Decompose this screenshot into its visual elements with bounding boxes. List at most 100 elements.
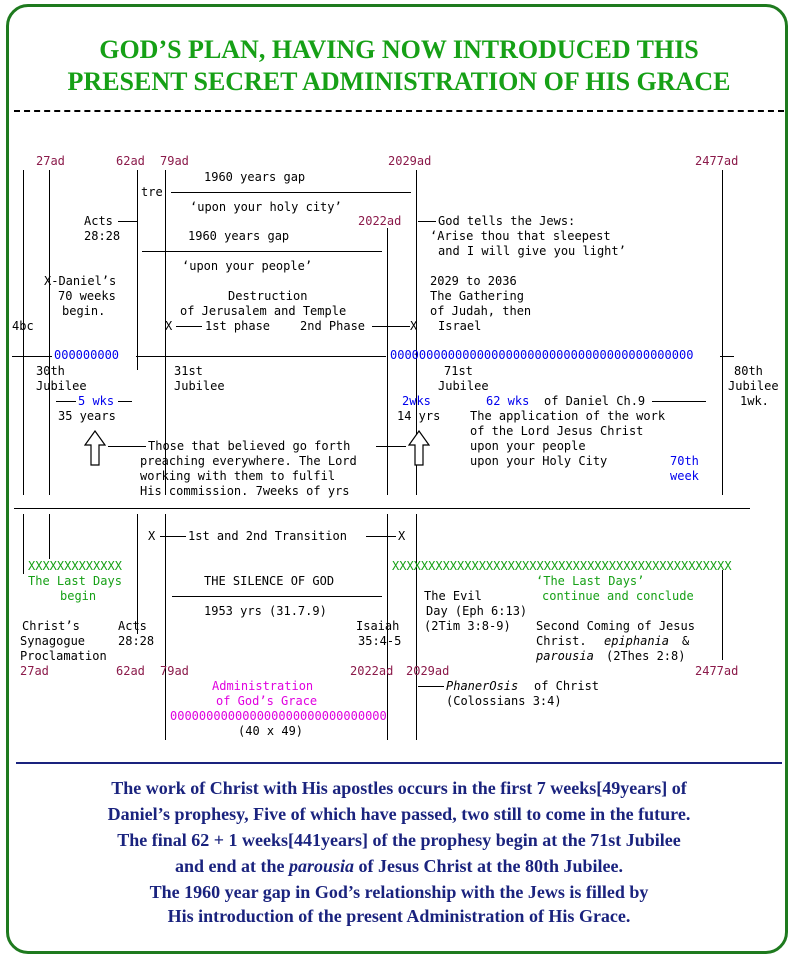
timeline-line <box>49 170 50 495</box>
footer-line-2: Daniel’s prophesy, Five of which have pa… <box>107 804 691 824</box>
acts-label-lower: Acts <box>118 619 147 633</box>
footer-line-6: His introduction of the present Administ… <box>167 906 631 926</box>
timeline-line <box>165 170 166 495</box>
jubilee30-a: 30th <box>36 364 65 378</box>
footer-line-3: The final 62 + 1 weeks[441years] of the … <box>117 830 681 850</box>
acts-ref-lower: 28:28 <box>118 634 155 648</box>
date-27ad: 27ad <box>36 154 65 168</box>
begin-label: begin. <box>62 304 106 318</box>
gap-arrow-2 <box>142 251 382 252</box>
wks2-label: 2wks <box>402 394 431 408</box>
times-label: (40 x 49) <box>238 724 304 738</box>
up-arrow-icon <box>84 430 106 466</box>
evil-1: The Evil <box>424 589 482 603</box>
phase-line <box>372 326 410 327</box>
date-79ad: 79ad <box>160 154 189 168</box>
parousia-label: parousia <box>536 649 594 663</box>
yrs1953-label: 1953 yrs (31.7.9) <box>204 604 327 618</box>
date-2477ad-lower: 2477ad <box>695 664 739 678</box>
gap-arrow-1 <box>171 192 411 193</box>
timeline-line <box>23 170 24 495</box>
week70-b: week <box>670 469 699 483</box>
silence-arrow <box>172 596 382 597</box>
believed-4: His commission. 7weeks of yrs <box>140 484 350 498</box>
admin-label-2: of God’s Grace <box>216 694 318 708</box>
main-timeline <box>136 356 386 357</box>
acts-ref: 28:28 <box>84 229 121 243</box>
bc4-label: 4bc <box>12 319 34 333</box>
yrs14-label: 14 yrs <box>397 409 441 423</box>
believed-arrow-line <box>376 446 406 447</box>
proclamation-label: Proclamation <box>20 649 107 663</box>
isaiah-ref: 35:4-5 <box>358 634 402 648</box>
x-marker: X <box>410 319 418 333</box>
application-4: upon your Holy City <box>470 454 608 468</box>
believed-3: working with them to fulfil <box>140 469 336 483</box>
xdaniel-label: X-Daniel’s <box>44 274 117 288</box>
date-2477ad: 2477ad <box>695 154 739 168</box>
wks62-arrow <box>652 401 706 402</box>
gathering-label-1: The Gathering <box>430 289 524 303</box>
date-2029ad-lower: 2029ad <box>406 664 450 678</box>
wks5-arrow <box>118 401 132 402</box>
israel-label: Israel <box>438 319 482 333</box>
zeros-right: 0000000000000000000000000000000000000000… <box>390 348 694 362</box>
synagogue-label: Synagogue <box>20 634 86 648</box>
main-timeline <box>720 356 734 357</box>
last-days-3: ‘The Last Days’ <box>536 574 645 588</box>
timeline-line <box>387 228 388 495</box>
jubilee30-b: Jubilee <box>36 379 87 393</box>
timeline-line <box>387 514 388 740</box>
phanerosis-label: PhanerOsis <box>446 679 519 693</box>
acts-label: Acts <box>84 214 113 228</box>
x-marker: X <box>398 529 406 543</box>
timeline-line <box>416 170 417 495</box>
admin-zeros: 000000000000000000000000000000 <box>170 709 387 723</box>
application-1: The application of the work <box>470 409 666 423</box>
date-2029ad: 2029ad <box>388 154 432 168</box>
years35-label: 35 years <box>58 409 116 423</box>
title-rule <box>14 110 784 112</box>
isaiah-label: Isaiah <box>356 619 400 633</box>
jubilee71-b: Jubilee <box>438 379 489 393</box>
believed-1: Those that believed go forth <box>148 439 351 453</box>
tre-label: tre <box>141 185 163 199</box>
x-marker: X <box>165 319 173 333</box>
up-arrow-icon <box>408 430 430 466</box>
phanerosis-arrow <box>418 686 444 687</box>
title-line-2: PRESENT SECRET ADMINISTRATION OF HIS GRA… <box>67 67 731 96</box>
application-2: of the Lord Jesus Christ <box>470 424 644 438</box>
date-62ad: 62ad <box>116 154 145 168</box>
x-marker: X <box>148 529 156 543</box>
gathering-years: 2029 to 2036 <box>430 274 517 288</box>
colossians-label: (Colossians 3:4) <box>446 694 562 708</box>
upon-people-label: ‘upon your people’ <box>182 259 313 273</box>
zeros-left: 000000000 <box>54 348 120 362</box>
daniel9-label: of Daniel Ch.9 <box>544 394 646 408</box>
holy-city-label: ‘upon your holy city’ <box>190 200 342 214</box>
transition-label: 1st and 2nd Transition <box>188 529 347 543</box>
jubilee80-a: 80th <box>734 364 763 378</box>
jubilee71-a: 71st <box>444 364 473 378</box>
wks62-label: 62 wks <box>486 394 530 408</box>
jubilee31-a: 31st <box>174 364 203 378</box>
thes-label: (2Thes 2:8) <box>606 649 686 663</box>
timeline-line <box>137 170 138 370</box>
god-tells-label: God tells the Jews: <box>438 214 576 228</box>
application-3: upon your people <box>470 439 586 453</box>
x-band-right: XXXXXXXXXXXXXXXXXXXXXXXXXXXXXXXXXXXXXXXX… <box>392 559 732 573</box>
footer-line-4c: of Jesus Christ at the 80th Jubilee. <box>358 856 624 876</box>
last-days-1: The Last Days <box>28 574 122 588</box>
believed-arrow-line <box>108 446 146 447</box>
epiphania-label: epiphania <box>604 634 670 648</box>
x-band-left: XXXXXXXXXXXXX <box>28 559 122 573</box>
admin-label-1: Administration <box>212 679 314 693</box>
footer-parousia: parousia <box>289 856 355 876</box>
evil-2: Day (Eph 6:13) <box>426 604 528 618</box>
of-christ-label: of Christ <box>534 679 600 693</box>
last-days-2: begin <box>60 589 97 603</box>
transition-line <box>366 536 396 537</box>
destruction-label-1: Destruction <box>228 289 308 303</box>
timeline-line <box>137 514 138 634</box>
timeline-line <box>23 514 24 574</box>
